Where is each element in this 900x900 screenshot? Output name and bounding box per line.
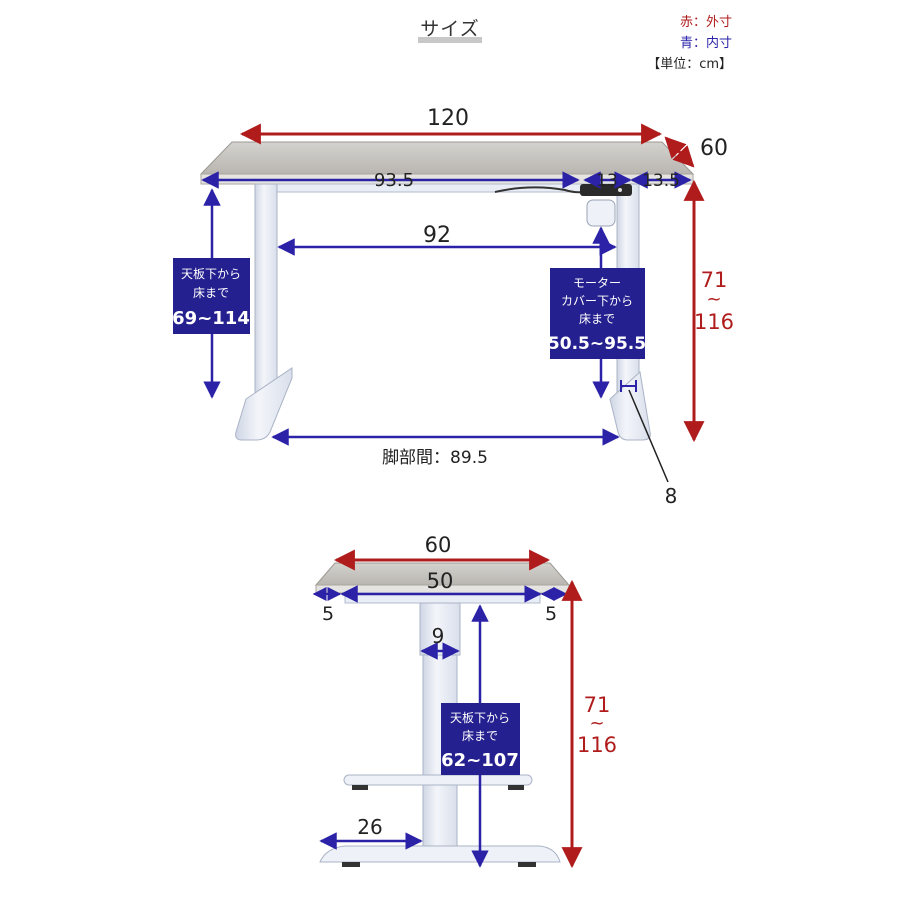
front-controller-width-text: 13	[596, 171, 618, 191]
front-height-outer-max: 116	[694, 310, 734, 334]
title-text: サイズ	[420, 18, 480, 40]
side-height-outer-max: 116	[577, 733, 617, 757]
side-front-foot	[319, 845, 561, 863]
side-height-outer-sep: ~	[589, 713, 604, 734]
side-under-top-value: 62~107	[441, 750, 519, 771]
side-depth-outer-text: 60	[425, 533, 452, 557]
side-under-top-label-box	[441, 703, 520, 775]
front-right-foot	[609, 371, 651, 441]
front-under-motor-line3: 床まで	[579, 312, 615, 326]
side-view-dimensions: 60 50 5 5 9 26 天板下から 床まで 62~107 71 ~ 116	[312, 533, 617, 869]
front-height-outer-min: 71	[701, 268, 728, 292]
side-height-outer-min: 71	[584, 693, 611, 717]
front-under-motor-label-box	[550, 268, 645, 359]
side-back-foot-pad-left	[352, 785, 368, 790]
front-left-foot	[235, 367, 293, 441]
side-back-foot	[343, 774, 533, 786]
front-under-motor-line2: カバー下から	[561, 294, 633, 308]
front-under-motor-value: 50.5~95.5	[548, 334, 646, 354]
legend-inner: 青：内寸	[679, 36, 732, 51]
side-left-margin-text: 5	[322, 603, 334, 625]
front-left-leg	[254, 183, 278, 400]
front-foot-height-text: 8	[665, 484, 678, 508]
side-front-foot-pad-left	[342, 862, 360, 867]
front-under-top-line2: 床まで	[193, 286, 229, 300]
side-foot-offset-text: 26	[357, 815, 382, 839]
front-under-top-label-box	[173, 258, 250, 334]
side-under-top-line2: 床まで	[462, 729, 498, 743]
front-motor	[586, 199, 616, 227]
front-view-dimensions: 120 60 71 ~ 116 93.5 13 13.5 92 脚部間：89.5…	[172, 106, 734, 508]
title-underline	[418, 37, 482, 43]
front-between-legs-text: 92	[423, 223, 451, 248]
legend-unit: 【単位：cm】	[647, 57, 732, 72]
legend-outer: 赤：外寸	[679, 15, 732, 30]
front-controller-led	[618, 188, 622, 192]
front-depth-outer-text: 60	[700, 136, 728, 161]
front-right-margin-text: 13.5	[642, 171, 680, 191]
front-under-top-line1: 天板下から	[181, 267, 241, 281]
front-under-top-value: 69~114	[172, 308, 250, 329]
front-crossbeam	[267, 183, 629, 193]
page-title: サイズ	[418, 14, 482, 43]
front-between-feet-text: 脚部間：89.5	[382, 448, 488, 468]
front-top-span-text: 93.5	[374, 170, 414, 191]
side-frame-depth-text: 50	[427, 569, 454, 593]
front-width-outer-text: 120	[427, 106, 469, 131]
dimension-legend: 赤：外寸 青：内寸 【単位：cm】	[647, 12, 732, 75]
front-depth-outer-line	[664, 136, 695, 168]
front-foot-height-leader	[628, 389, 669, 483]
side-front-foot-pad-right	[518, 862, 536, 867]
side-under-top-line1: 天板下から	[450, 711, 510, 725]
front-under-motor-line1: モーター	[573, 276, 621, 290]
front-height-outer-sep: ~	[706, 289, 721, 310]
front-desktop	[199, 141, 695, 175]
side-column-width-text: 9	[432, 624, 445, 648]
side-back-foot-pad-right	[508, 785, 524, 790]
side-right-margin-text: 5	[545, 603, 557, 625]
